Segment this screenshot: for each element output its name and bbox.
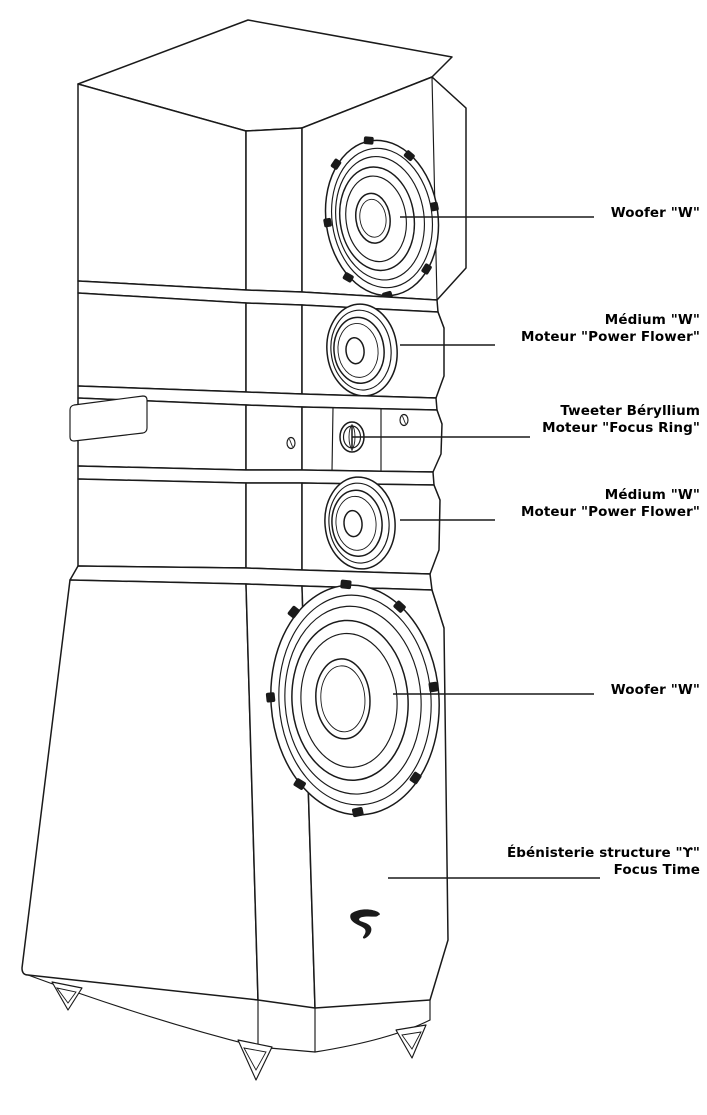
driver-medium-bottom <box>324 476 396 570</box>
driver-woofer-bottom <box>265 579 440 818</box>
callout-woofer-bottom: Woofer "W" <box>611 682 700 699</box>
callout-woofer-top-line1: Woofer "W" <box>610 205 700 221</box>
callout-tweeter-line1: Tweeter Béryllium <box>560 403 700 419</box>
callout-medium-top: Médium "W" Moteur "Power Flower" <box>521 312 700 345</box>
callout-medium-bottom-line1: Médium "W" <box>604 487 700 503</box>
callout-medium-bottom: Médium "W" Moteur "Power Flower" <box>521 487 700 520</box>
callout-tweeter-line2: Moteur "Focus Ring" <box>542 419 700 436</box>
callout-medium-top-line2: Moteur "Power Flower" <box>520 328 700 345</box>
callout-medium-top-line1: Médium "W" <box>604 312 700 328</box>
callout-medium-bottom-line2: Moteur "Power Flower" <box>520 503 700 520</box>
driver-mounting-tabs <box>323 136 439 301</box>
callout-cabinet-line1: Ébénisterie structure "ϒ" <box>506 845 700 861</box>
driver-woofer-top <box>323 136 440 301</box>
callout-cabinet: Ébénisterie structure "ϒ" Focus Time <box>507 845 700 878</box>
side-panel-plate <box>69 395 148 442</box>
callout-tweeter: Tweeter Béryllium Moteur "Focus Ring" <box>542 403 700 436</box>
focal-logo-mark <box>350 909 380 939</box>
driver-mounting-tabs <box>265 579 439 818</box>
callout-cabinet-line2: Focus Time <box>613 861 700 878</box>
tweeter-screws <box>286 413 409 450</box>
callout-leader-lines <box>352 216 600 879</box>
spike-feet <box>51 981 427 1081</box>
driver-medium-top <box>326 303 398 397</box>
callout-woofer-top: Woofer "W" <box>611 205 700 222</box>
callout-woofer-bottom-line1: Woofer "W" <box>610 682 700 698</box>
